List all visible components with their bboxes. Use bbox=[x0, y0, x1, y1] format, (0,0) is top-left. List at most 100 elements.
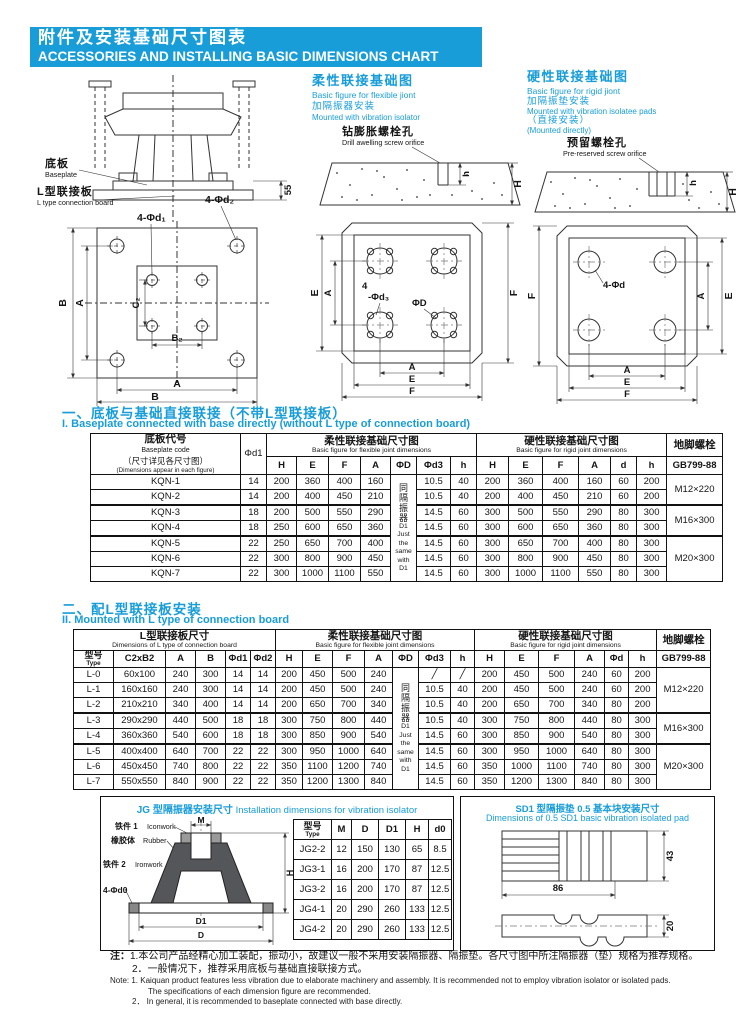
table2-lboard-group-header: L型联接板尺寸 Dimensions of L type of connecti… bbox=[73, 629, 276, 651]
baseplate-plan-view bbox=[85, 221, 269, 385]
baseplate-pump-figure: 55 底板 Baseplate L型联接板 L type connection … bbox=[37, 75, 294, 406]
page-title-en: ACCESSORIES AND INSTALLING BASIC DIMENSI… bbox=[38, 49, 439, 64]
sd1-top-view bbox=[501, 830, 648, 882]
table1-group-header-row: 底板代号 Baseplate code （尺寸详见各尺寸图） (Dimensio… bbox=[90, 432, 724, 475]
jg-dims bbox=[128, 821, 289, 945]
jg-dim-D: D bbox=[198, 930, 204, 940]
dim-C2: C₂ bbox=[131, 297, 142, 308]
flex-hole-label-zh: 钻膨胀螺栓孔 bbox=[342, 124, 414, 138]
flex-label-d3: -Φd₃ bbox=[368, 292, 389, 303]
flex-dim-F-bottom: F bbox=[409, 386, 415, 397]
flex-sub-en: Mounted with vibration isolator bbox=[312, 113, 421, 122]
rigid-sub1-en: Mounted with vibration isolatee pads bbox=[527, 107, 657, 116]
dim-B2: B₂ bbox=[171, 333, 182, 344]
table2-anchor-header: 地脚螺栓 bbox=[656, 629, 712, 651]
sd1-title-en: Dimensions of 0.5 SD1 basic vibration is… bbox=[485, 813, 690, 823]
flex-label-D: ΦD bbox=[412, 298, 427, 309]
anchor-bolt-spec: M20×300 bbox=[656, 743, 712, 790]
flex-plan-dims bbox=[316, 222, 514, 401]
flex-dim-H: H bbox=[512, 180, 524, 188]
page-title-zh: 附件及安装基础尺寸图表 bbox=[38, 28, 247, 47]
table1-anchor-header: 地脚螺栓 bbox=[666, 432, 724, 458]
model-code: L-2 bbox=[73, 697, 114, 714]
pump-dim-55 bbox=[253, 180, 287, 201]
flex-sub-zh: 加隔振器安装 bbox=[312, 101, 376, 112]
flex-dim-E-bottom: E bbox=[409, 374, 415, 385]
page-title: 附件及安装基础尺寸图表 ACCESSORIES AND INSTALLING B… bbox=[30, 27, 482, 67]
rigid-plan-view bbox=[556, 225, 698, 367]
l-board-label-en: L type connection board bbox=[37, 198, 113, 207]
rigid-dim-H: H bbox=[727, 188, 739, 196]
model-code: KQN-5 bbox=[90, 535, 241, 552]
model-code: KQN-7 bbox=[90, 566, 241, 582]
flex-dim-A-bottom: A bbox=[409, 362, 416, 373]
section1-title-en: I. Baseplate connected with base directl… bbox=[62, 418, 471, 430]
model-code: KQN-1 bbox=[90, 474, 241, 490]
flex-cross-section bbox=[319, 162, 521, 206]
rigid-sub1-zh: 加隔振垫安装 bbox=[527, 96, 591, 107]
flex-dim-F-right: F bbox=[508, 289, 520, 296]
flex-dim-h: h bbox=[461, 171, 472, 177]
jg-iron2-zh: 铁件 2 bbox=[103, 859, 126, 869]
note-zh-2: 2．一般情况下，推荐采用底板与基础直接联接方式。 bbox=[132, 963, 368, 975]
section2-title-zh: 二、配L型联接板安装 bbox=[62, 602, 202, 617]
sd1-dim-86: 86 bbox=[553, 883, 564, 894]
l-board-table: L型联接板尺寸 Dimensions of L type of connecti… bbox=[73, 629, 712, 790]
sd1-dim-43: 43 bbox=[665, 851, 676, 862]
flex-hole-label-en: Drill awelling screw orifice bbox=[342, 138, 424, 147]
sd1-drawing: 43 86 20 bbox=[495, 830, 676, 947]
model-code: L-0 bbox=[73, 667, 114, 683]
sd1-pad-box: SD1 型隔振垫 0.5 基本块安装尺寸 Dimensions of 0.5 S… bbox=[460, 796, 715, 951]
table2-flex-group-header: 柔性联接基础尺寸图 Basic figure for flexible join… bbox=[274, 629, 476, 651]
model-code: KQN-6 bbox=[90, 551, 241, 567]
anchor-bolt-spec: M20×300 bbox=[666, 535, 724, 582]
baseplate-direct-table: 底板代号 Baseplate code （尺寸详见各尺寸图） (Dimensio… bbox=[90, 432, 724, 582]
jg-iron1-zh: 铁件 1 bbox=[115, 821, 138, 831]
baseplate-label-en: Baseplate bbox=[45, 170, 77, 179]
sd1-dims bbox=[501, 830, 669, 938]
jg-rubber-zh: 橡胶体 bbox=[111, 835, 136, 845]
jg-dim-D1: D1 bbox=[196, 916, 207, 926]
model-code: KQN-4 bbox=[90, 520, 241, 537]
label-4-d2: 4-Φd₂ bbox=[205, 194, 234, 206]
table1-rigid-group-header: 硬性联接基础尺寸图 Basic figure for rigid joint d… bbox=[476, 432, 668, 458]
note-en-1: 1. Kaiquan product features less vibrati… bbox=[131, 976, 671, 985]
jg-dim-M: M bbox=[197, 815, 204, 825]
rigid-plan-dims bbox=[533, 225, 727, 404]
jg-title: JG 型隔振器安装尺寸 Installation dimensions for … bbox=[101, 801, 453, 816]
flex-label-4: 4 bbox=[362, 281, 368, 292]
note-label-en: Note: bbox=[110, 976, 130, 985]
dim-A-left: A bbox=[74, 299, 86, 307]
rigid-section-dims bbox=[675, 171, 733, 213]
rigid-title-en: Basic figure for rigid jiont bbox=[527, 86, 621, 96]
rigid-hole-label-zh: 预留螺栓孔 bbox=[567, 135, 627, 149]
sd1-profile-view bbox=[501, 914, 648, 947]
jg-iron2-en: Ironwork bbox=[135, 860, 163, 869]
rigid-foundation-figure: 预留螺栓孔 Pre-reserved screw orifice h H bbox=[526, 135, 739, 404]
model-code: JG3-1 bbox=[293, 859, 332, 880]
flexible-foundation-figure: 钻膨胀螺栓孔 Drill awelling screw orifice h H bbox=[309, 124, 524, 401]
flex-dim-A-left: A bbox=[323, 289, 334, 296]
jg-rubber-en: Rubber bbox=[143, 836, 167, 845]
note-zh-1: 1.本公司产品经精心加工装配，振动小，故建议一般不采用安装隔振器、隔振垫。各尺寸… bbox=[130, 951, 699, 962]
rigid-dim-F-bottom: F bbox=[624, 389, 630, 400]
flex-title-en: Basic figure for flexible jiont bbox=[312, 90, 416, 100]
sd1-dim-20: 20 bbox=[665, 921, 676, 932]
rigid-dim-F-left: F bbox=[526, 292, 538, 299]
